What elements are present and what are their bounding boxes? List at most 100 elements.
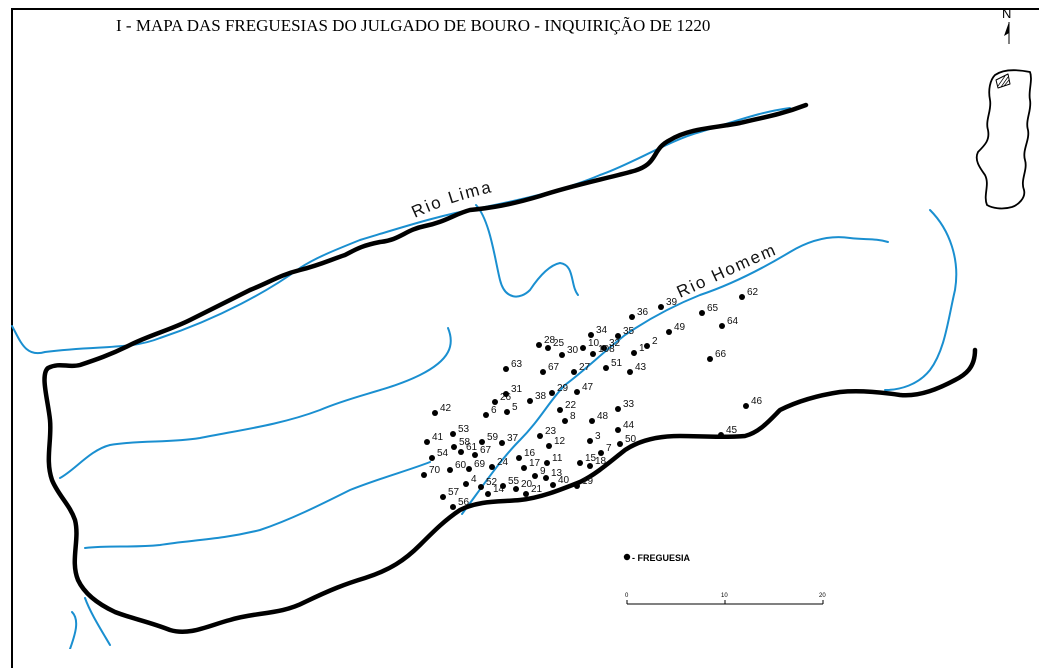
parish-dot xyxy=(440,494,446,500)
parish-dot xyxy=(627,369,633,375)
parish-number: 33 xyxy=(623,399,635,410)
parish-number: 28 xyxy=(544,335,556,346)
parish-number: 59 xyxy=(487,432,499,443)
julgado-boundary xyxy=(42,102,978,634)
parish-number: 39 xyxy=(666,297,678,308)
parish-dot xyxy=(432,410,438,416)
parish-number: 49 xyxy=(674,322,686,333)
parish-number: 108 xyxy=(598,344,615,355)
parish-marker: 10 xyxy=(580,338,600,351)
parish-number: 63 xyxy=(511,359,523,370)
scale-tick-10: 10 xyxy=(721,593,728,599)
parish-dot xyxy=(739,294,745,300)
parish-marker: 28 xyxy=(536,335,556,348)
parish-number: 67 xyxy=(480,445,492,456)
parish-dot xyxy=(540,369,546,375)
parish-dot xyxy=(479,439,485,445)
parish-marker: 34 xyxy=(588,325,608,338)
parish-number: 17 xyxy=(529,458,541,469)
parish-marker: 44 xyxy=(615,420,635,433)
parish-marker: 8 xyxy=(562,411,576,424)
north-arrow-icon xyxy=(1004,22,1009,36)
parish-marker: 30 xyxy=(559,345,579,358)
parish-marker: 7 xyxy=(598,443,612,456)
parish-dot xyxy=(718,432,724,438)
stream-1 xyxy=(884,209,958,391)
river-homem-line xyxy=(461,236,889,515)
parish-dot xyxy=(699,310,705,316)
parish-number: 9 xyxy=(540,466,546,477)
legend-label: - FREGUESIA xyxy=(632,553,691,563)
parish-dot xyxy=(580,345,586,351)
parish-dot xyxy=(629,314,635,320)
parish-marker: 25 xyxy=(545,338,565,351)
parish-dot xyxy=(617,441,623,447)
parish-marker: 16 xyxy=(516,448,536,461)
parish-dot xyxy=(421,472,427,478)
parish-number: 30 xyxy=(567,345,579,356)
parish-dot xyxy=(550,482,556,488)
north-arrow: N xyxy=(1002,6,1011,44)
parish-marker: 41 xyxy=(424,432,444,445)
parish-number: 69 xyxy=(474,459,486,470)
parish-marker: 15 xyxy=(577,453,597,466)
parish-number: 25 xyxy=(553,338,565,349)
parish-dot xyxy=(719,323,725,329)
parish-number: 32 xyxy=(609,338,621,349)
parish-number: 56 xyxy=(458,497,470,508)
parish-number: 54 xyxy=(437,448,449,459)
river-lima-tributary-1 xyxy=(475,204,579,298)
parish-dot xyxy=(483,412,489,418)
parish-marker: 17 xyxy=(521,458,541,471)
parish-number: 12 xyxy=(554,436,566,447)
river-homem-label: Rio Homem xyxy=(674,240,780,302)
parish-dot xyxy=(513,486,519,492)
parish-dot xyxy=(485,491,491,497)
parish-marker: 32 xyxy=(601,338,621,351)
parish-number: 8 xyxy=(570,411,576,422)
portugal-locator-map xyxy=(975,69,1032,210)
parish-marker: 45 xyxy=(718,425,738,438)
parish-marker: 33 xyxy=(615,399,635,412)
parish-marker: 54 xyxy=(429,448,449,461)
parish-marker: 18 xyxy=(587,456,607,469)
parish-marker: 29 xyxy=(549,383,569,396)
parish-marker: 59 xyxy=(479,432,499,445)
parish-number: 46 xyxy=(751,396,763,407)
parish-marker: 26 xyxy=(492,392,512,405)
parish-marker: 61 xyxy=(458,442,478,455)
parish-number: 64 xyxy=(727,316,739,327)
parish-dot xyxy=(603,365,609,371)
parish-dot xyxy=(447,467,453,473)
parish-number: 34 xyxy=(596,325,608,336)
parish-dot xyxy=(557,407,563,413)
parish-number: 35 xyxy=(623,326,635,337)
parish-dot xyxy=(516,455,522,461)
parish-marker: 27 xyxy=(571,362,591,375)
parish-number: 3 xyxy=(595,431,601,442)
parish-marker: 1 xyxy=(631,343,645,356)
parish-marker: 67 xyxy=(540,362,560,375)
parish-dot xyxy=(500,483,506,489)
parish-dot xyxy=(532,473,538,479)
map-canvas: Rio Lima Rio Homem 123456789101112131415… xyxy=(11,6,1032,649)
parish-dot xyxy=(598,450,604,456)
parish-dot xyxy=(536,342,542,348)
parish-marker: 55 xyxy=(500,476,520,489)
parish-number: 42 xyxy=(440,403,452,414)
parish-dot xyxy=(537,433,543,439)
parish-marker: 66 xyxy=(707,349,727,362)
scale-bar: 0 10 20 xyxy=(625,593,826,605)
parish-marker: 23 xyxy=(537,426,557,439)
parish-dot xyxy=(521,465,527,471)
parish-dot xyxy=(615,333,621,339)
parish-dot xyxy=(601,345,607,351)
parish-dot xyxy=(587,438,593,444)
parish-marker: 11 xyxy=(544,453,563,466)
parish-marker: 56 xyxy=(450,497,470,510)
parish-number: 31 xyxy=(511,384,523,395)
parish-marker: 2 xyxy=(644,336,658,349)
parish-number: 41 xyxy=(432,432,444,443)
parish-dot xyxy=(543,475,549,481)
parish-marker: 52 xyxy=(478,477,498,490)
